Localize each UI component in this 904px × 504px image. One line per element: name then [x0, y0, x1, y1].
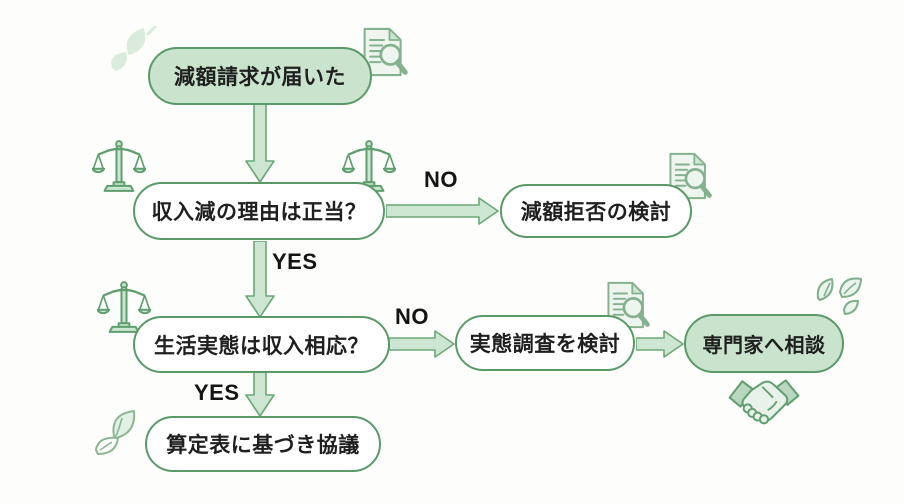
node-consult-expert: 専門家へ相談: [684, 314, 844, 373]
scales-icon: [92, 139, 146, 195]
edge-label-yes: YES: [194, 380, 240, 405]
edge-label-yes: YES: [272, 249, 318, 274]
edge-label-no: NO: [424, 167, 458, 192]
edge-label-no: NO: [395, 304, 429, 329]
arrow-q2-no: [389, 330, 455, 358]
handshake-icon: [726, 374, 802, 432]
node-reject-reduction: 減額拒否の検討: [500, 184, 692, 238]
arrow-q1-yes: [245, 241, 275, 318]
arrow-q1-no: [386, 197, 499, 225]
arrow-q2-yes: [245, 372, 275, 417]
leaf-icon: [111, 26, 157, 71]
arrow-investigate-to-expert: [636, 330, 684, 358]
leaf-icon: [816, 277, 862, 315]
node-question-living-standard: 生活実態は収入相応？: [133, 316, 390, 373]
node-start: 減額請求が届いた: [148, 47, 372, 105]
leaf-icon: [95, 410, 136, 455]
node-negotiate-table: 算定表に基づき協議: [145, 416, 381, 472]
node-investigate: 実態調査を検討: [455, 315, 635, 371]
node-question-income-reason: 収入減の理由は正当？: [133, 182, 385, 240]
arrow-start-to-q1: [245, 104, 275, 183]
